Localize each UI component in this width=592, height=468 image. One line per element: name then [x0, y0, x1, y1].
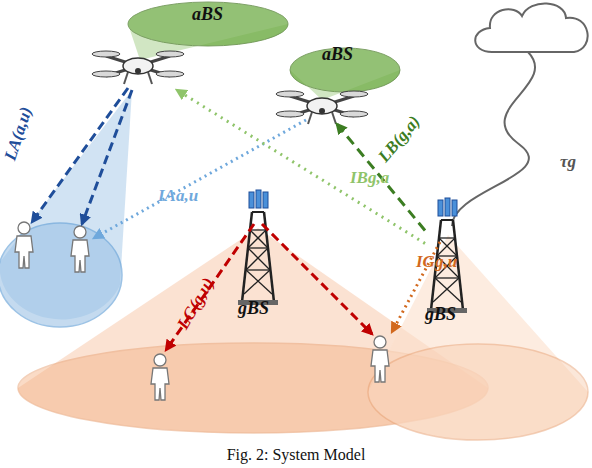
interference-label: IAa,u — [158, 186, 198, 206]
link-label: IBg,a — [350, 168, 389, 188]
figure-caption: Fig. 2: System Model — [0, 446, 592, 464]
station-label: gBS — [238, 298, 269, 319]
aerial-base-station: aBS — [288, 88, 356, 124]
link-label: LA(a,u) — [0, 104, 36, 163]
ground-base-station: gBS — [236, 194, 280, 306]
station-label: aBS — [322, 44, 353, 65]
aerial-base-station: aBS — [98, 42, 178, 90]
link-arrow — [177, 90, 425, 243]
station-label: gBS — [425, 304, 456, 325]
link-label: LB(g,a) — [374, 112, 424, 166]
delay-label: τg — [560, 152, 576, 172]
station-label: aBS — [192, 4, 223, 25]
interference-label: IGg,u — [416, 252, 457, 272]
